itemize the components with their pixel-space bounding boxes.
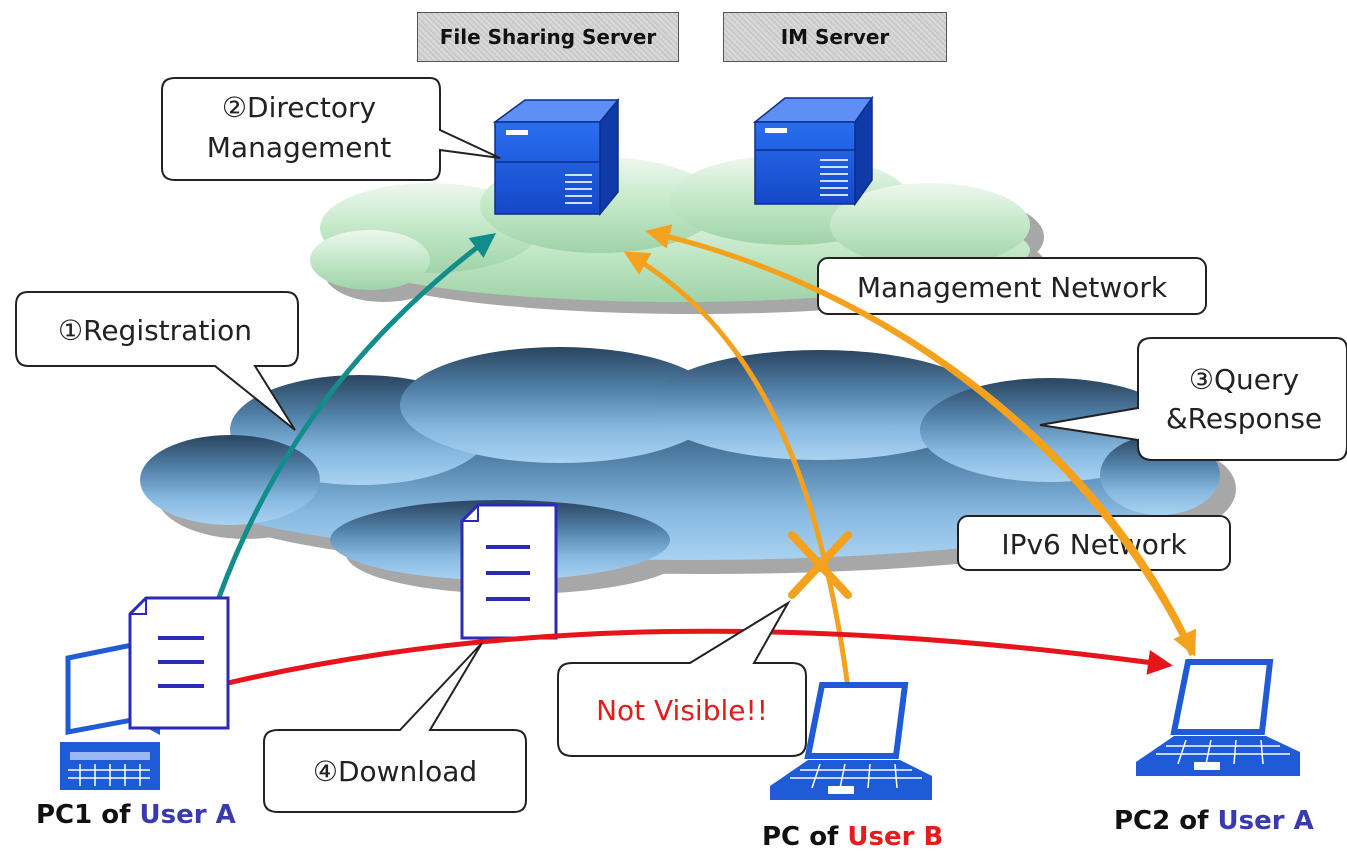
file-sharing-server-icon: [492, 97, 620, 217]
registration-callout-text: ①Registration: [58, 314, 252, 347]
blocked-x-mark: [788, 531, 852, 599]
pcb-caption-prefix: PC of: [762, 822, 848, 852]
query-callout-line1: ③Query: [1189, 363, 1299, 396]
pc-user-b-laptop-icon: [770, 682, 932, 800]
management-network-text: Management Network: [857, 271, 1168, 304]
pc2-caption-prefix: PC2 of: [1114, 806, 1218, 836]
download-callout: ④Download: [263, 642, 527, 813]
download-arrow: [227, 628, 1173, 686]
query-callout-line2: &Response: [1166, 402, 1322, 435]
document-in-transit-icon: [460, 503, 558, 640]
ipv6-network-text: IPv6 Network: [1001, 528, 1187, 561]
directory-management-callout: ②Directory Management: [161, 77, 501, 181]
pcb-caption-user: User B: [847, 822, 944, 852]
pc2-caption: PC2 of User A: [1114, 806, 1314, 836]
pc1-caption-user: User A: [139, 800, 236, 830]
not-visible-text: Not Visible!!: [596, 694, 768, 727]
not-visible-callout: Not Visible!!: [557, 600, 807, 757]
pc1-caption-prefix: PC1 of: [36, 800, 140, 830]
pc1-document-icon: [128, 596, 230, 730]
directory-callout-line2: Management: [207, 131, 391, 164]
download-callout-text: ④Download: [313, 755, 477, 788]
im-server-label: IM Server: [723, 12, 947, 62]
ipv6-network-label: IPv6 Network: [957, 515, 1231, 571]
query-arrow-user-a-return: [664, 233, 1197, 657]
registration-callout: ①Registration: [15, 291, 299, 431]
directory-callout-line1: ②Directory: [222, 91, 376, 124]
pc2-caption-user: User A: [1217, 806, 1314, 836]
management-network-label: Management Network: [817, 257, 1207, 315]
file-sharing-server-label: File Sharing Server: [417, 12, 679, 62]
registration-arrow: [215, 232, 496, 601]
query-arrow-user-b: [623, 251, 851, 689]
pc1-caption: PC1 of User A: [36, 800, 236, 830]
pc2-laptop-icon: [1136, 659, 1300, 776]
query-response-callout: ③Query &Response: [1039, 337, 1347, 461]
im-server-icon: [752, 95, 874, 207]
pc-user-b-caption: PC of User B: [762, 822, 943, 852]
